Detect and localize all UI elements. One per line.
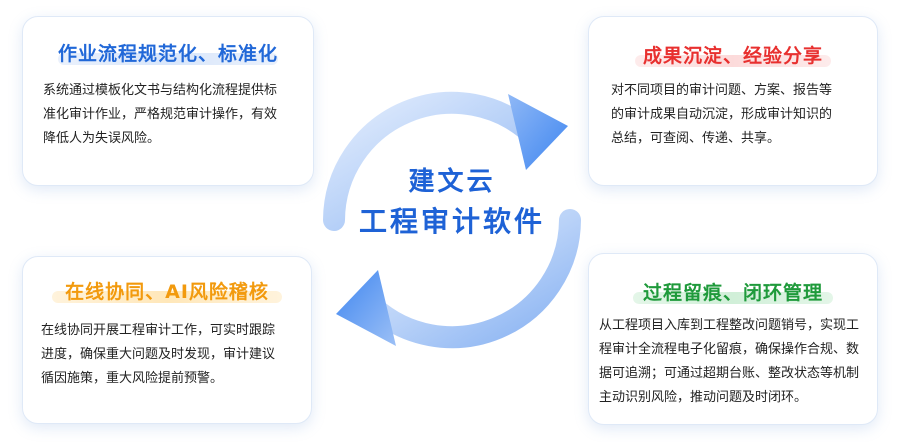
card-body-results: 对不同项目的审计问题、方案、报告等 的审计成果自动沉淀，形成审计知识的 总结，可… — [611, 79, 869, 151]
title-highlight — [58, 53, 278, 65]
card-title-collaboration: 在线协同、AI风险稽核 — [65, 281, 269, 303]
body-line: 主动识别风险，推动问题及时闭环。 — [599, 390, 808, 405]
cycle-arc-bottom — [359, 209, 581, 349]
title-highlight — [633, 292, 833, 304]
card-title-standardization: 作业流程规范化、标准化 — [57, 43, 278, 65]
card-standardization: 作业流程规范化、标准化 系统通过模板化文书与结构化流程提供标 准化审计作业，严格… — [22, 16, 314, 186]
body-line: 在线协同开展工程审计工作，可实时跟踪 — [41, 323, 276, 338]
arrowhead-bottom-left — [336, 270, 396, 346]
body-line: 据可追溯；可通过超期台账、整改状态等机制 — [599, 366, 860, 381]
card-collaboration: 在线协同、AI风险稽核 在线协同开展工程审计工作，可实时跟踪 进度，确保重大问题… — [22, 256, 312, 424]
card-body-closed-loop: 从工程项目入库到工程整改问题销号，实现工 程审计全流程电子化留痕，确保操作合规、… — [599, 314, 875, 410]
cycle-arrows-graphic — [323, 91, 581, 349]
card-body-standardization: 系统通过模板化文书与结构化流程提供标 准化审计作业，严格规范审计操作，有效 降低… — [43, 79, 303, 151]
card-closed-loop: 过程留痕、闭环管理 从工程项目入库到工程整改问题销号，实现工 程审计全流程电子化… — [588, 253, 878, 425]
center-title-line-1: 建文云 — [408, 167, 496, 197]
card-title-closed-loop: 过程留痕、闭环管理 — [642, 282, 823, 304]
card-results: 成果沉淀、经验分享 对不同项目的审计问题、方案、报告等 的审计成果自动沉淀，形成… — [588, 16, 878, 186]
body-line: 循因施策，重大风险提前预警。 — [41, 371, 224, 386]
body-line: 准化审计作业，严格规范审计操作，有效 — [43, 107, 278, 122]
body-line: 的审计成果自动沉淀，形成审计知识的 — [611, 107, 833, 122]
body-line: 总结，可查阅、传递、共享。 — [611, 131, 781, 146]
body-line: 系统通过模板化文书与结构化流程提供标 — [43, 83, 278, 98]
body-line: 进度，确保重大问题及时发现，审计建议 — [41, 347, 276, 362]
title-highlight — [635, 55, 831, 67]
body-line: 从工程项目入库到工程整改问题销号，实现工 — [599, 318, 860, 333]
cycle-arc-top — [323, 91, 545, 231]
arrowhead-top-right — [508, 94, 568, 170]
card-body-collaboration: 在线协同开展工程审计工作，可实时跟踪 进度，确保重大问题及时发现，审计建议 循因… — [41, 319, 305, 391]
center-title-line-2: 工程审计软件 — [358, 205, 545, 238]
body-line: 降低人为失误风险。 — [43, 131, 161, 146]
body-line: 程审计全流程电子化留痕，确保操作合规、数 — [599, 342, 860, 357]
card-title-results: 成果沉淀、经验分享 — [642, 45, 823, 67]
body-line: 对不同项目的审计问题、方案、报告等 — [611, 83, 833, 98]
title-highlight — [52, 291, 282, 303]
